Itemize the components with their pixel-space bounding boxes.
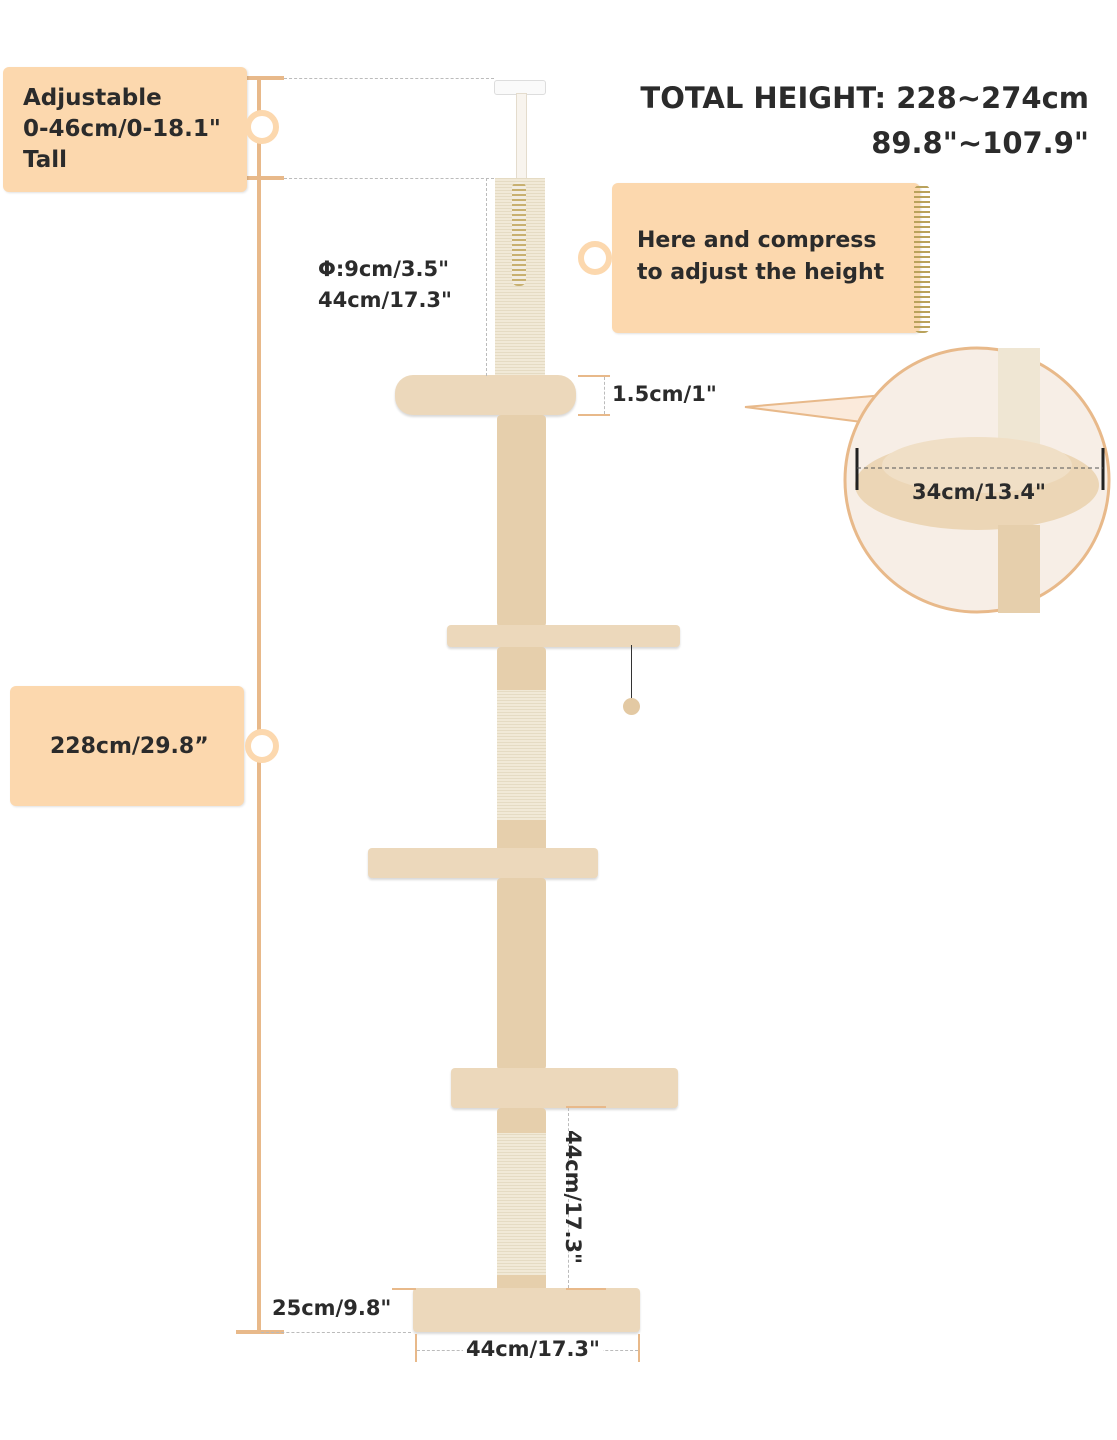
top-post-dimensions: Φ:9cm/3.5" 44cm/17.3" [318, 254, 452, 316]
basket-bed [395, 375, 576, 415]
adjustable-line-2: 0-46cm/0-18.1" [23, 116, 221, 142]
dimension-tick [236, 76, 284, 80]
dimension-tick [236, 1330, 284, 1334]
adjustable-line-3: Tall [23, 147, 68, 173]
platform-3 [368, 848, 598, 878]
basket-diameter-text: 34cm/13.4" [912, 480, 1046, 504]
post-length: 44cm/17.3" [318, 288, 452, 312]
dimension-tick [566, 1288, 606, 1290]
guide-line [261, 1332, 411, 1333]
plush-post [497, 878, 546, 1070]
adjustable-line-1: Adjustable [23, 85, 162, 111]
base-width-text: 44cm/17.3" [463, 1337, 603, 1361]
guide-line [284, 78, 494, 79]
basket-detail-inset [744, 346, 1111, 614]
base-board [413, 1288, 640, 1332]
base-depth-text: 25cm/9.8" [272, 1296, 392, 1320]
guide-line [604, 377, 605, 414]
toy-string [631, 645, 632, 700]
compress-line-2: to adjust the height [637, 260, 885, 285]
compress-text: Here and compress to adjust the height [637, 225, 884, 289]
guide-line [486, 178, 487, 376]
spring-icon [914, 185, 930, 333]
total-height-cm: TOTAL HEIGHT: 228~274cm [640, 81, 1089, 115]
platform-4 [451, 1068, 678, 1108]
bottom-post-length: 44cm/17.3" [560, 1130, 585, 1264]
dimension-tick [638, 1334, 640, 1362]
post-diameter: Φ:9cm/3.5" [318, 257, 450, 281]
dimension-tick [566, 1106, 606, 1108]
adjustable-label: Adjustable 0-46cm/0-18.1" Tall [3, 67, 247, 192]
total-height-in: 89.8"~107.9" [871, 126, 1089, 160]
total-height: TOTAL HEIGHT: 228~274cm 89.8"~107.9" [640, 76, 1089, 166]
label-ring-icon [245, 110, 279, 144]
telescopic-rod [516, 93, 527, 181]
base-height-text: 228cm/29.8” [50, 734, 209, 759]
base-height-label: 228cm/29.8” [10, 686, 244, 806]
spring-icon [512, 182, 526, 286]
platform-2 [447, 625, 680, 647]
height-dimension-line [257, 78, 261, 1334]
sisal-section [497, 690, 546, 820]
adjustable-text: Adjustable 0-46cm/0-18.1" Tall [23, 83, 221, 176]
sisal-section [497, 1133, 546, 1275]
label-ring-icon [245, 729, 279, 763]
compress-line-1: Here and compress [637, 228, 877, 253]
toy-ball-icon [623, 698, 640, 715]
dimension-tick [392, 1288, 416, 1290]
dimension-tick [415, 1334, 417, 1362]
basket-depth-text: 1.5cm/1" [612, 382, 717, 406]
dimension-tick [236, 176, 284, 180]
guide-line [568, 1108, 569, 1288]
guide-line [284, 178, 494, 179]
plush-post [497, 415, 546, 627]
label-ring-icon [578, 241, 612, 275]
compress-label: Here and compress to adjust the height [612, 183, 920, 333]
dimension-tick [578, 414, 610, 416]
dimension-tick [578, 375, 610, 377]
